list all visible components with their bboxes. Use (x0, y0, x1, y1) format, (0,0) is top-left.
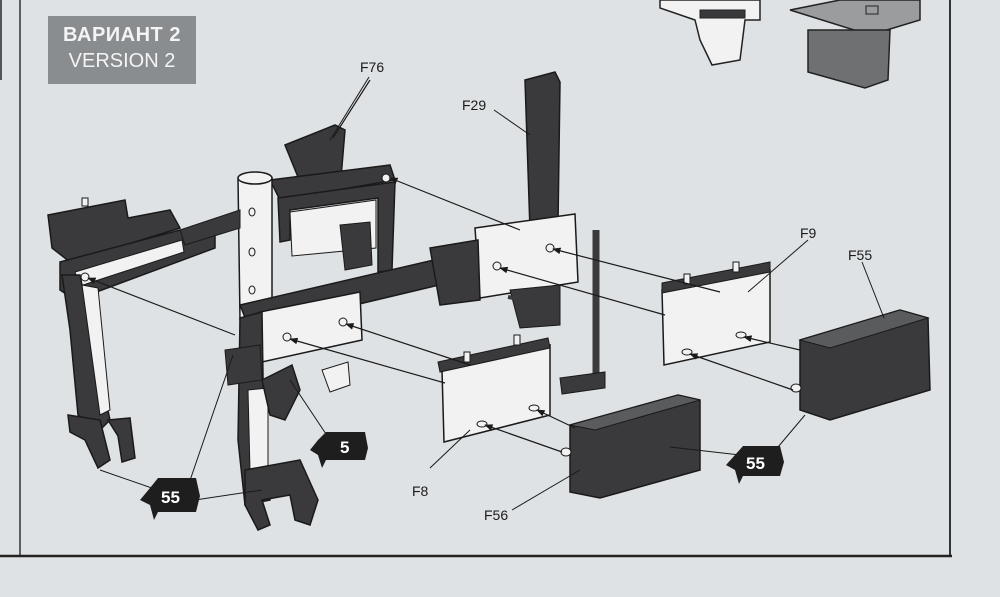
upper-frame-part (268, 124, 396, 273)
version-title-ru: ВАРИАНТ 2 (63, 24, 181, 46)
page-frame (0, 0, 952, 558)
part-f9 (661, 261, 771, 366)
label-f76: F76 (360, 59, 384, 75)
version-label-box: ВАРИАНТ 2 VERSION 2 (48, 16, 196, 84)
label-f29: F29 (462, 97, 486, 113)
label-f56: F56 (484, 507, 508, 523)
label-f8: F8 (412, 483, 429, 499)
version-title-en: VERSION 2 (68, 50, 176, 72)
previous-step-parts (659, 0, 921, 89)
part-f56 (560, 394, 701, 499)
part-f8 (437, 334, 551, 443)
glue-badge-right-text: 55 (746, 454, 765, 473)
step-ref-badge: 5 (310, 432, 368, 468)
label-f55: F55 (848, 247, 872, 263)
assembly-arrows (87, 79, 801, 453)
part-f55 (790, 309, 931, 421)
label-f9: F9 (800, 225, 817, 241)
glue-badge-right: 55 (726, 446, 784, 484)
glue-badge-left-text: 55 (161, 488, 180, 507)
lower-frame-part (224, 291, 363, 531)
glue-badge-left: 55 (140, 478, 200, 520)
step-ref-badge-text: 5 (340, 438, 349, 457)
vertical-post-part (179, 171, 273, 321)
